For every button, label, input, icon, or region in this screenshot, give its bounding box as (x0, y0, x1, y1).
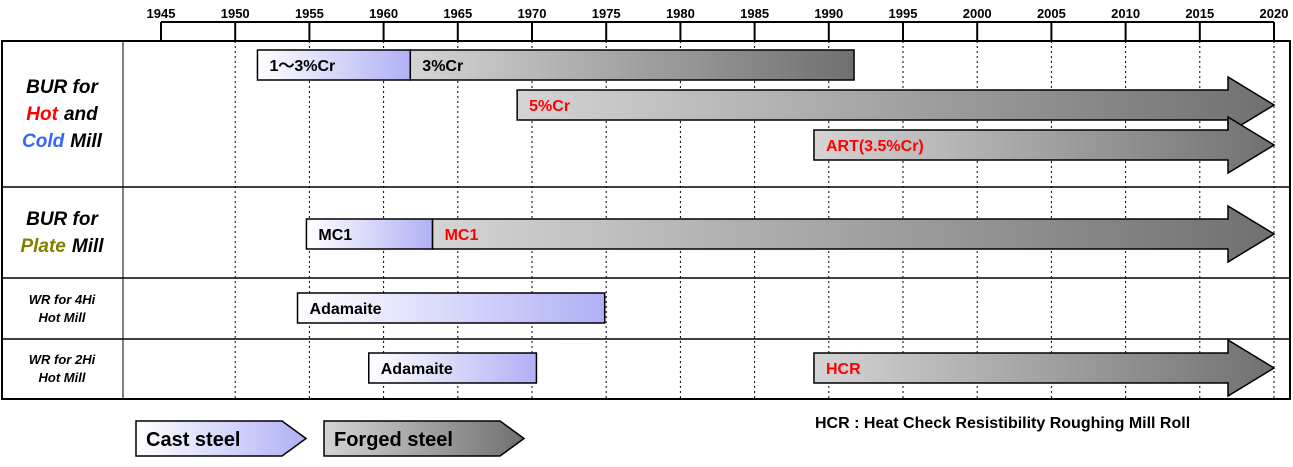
tick-label: 2020 (1260, 6, 1289, 21)
row-label-line: Hot Mill (39, 309, 86, 327)
table-frame (1, 40, 1291, 400)
legend-cast-label: Cast steel (146, 429, 241, 451)
row-label-line: Hot Mill (39, 369, 86, 387)
legend: Cast steel Forged steel (135, 420, 526, 457)
bar-label: MC1 (445, 227, 479, 244)
row-label-word: Mill (70, 130, 102, 152)
bar-arrow (431, 204, 1276, 264)
bar-arrow (813, 338, 1276, 398)
tick-label: 1985 (740, 6, 769, 21)
tick-label: 1970 (518, 6, 547, 21)
tick-label: 1955 (295, 6, 324, 21)
bar (305, 218, 434, 250)
bar (409, 49, 855, 81)
row-label-line: BUR for (26, 74, 98, 101)
tick-label: 1965 (443, 6, 472, 21)
row-label-word: Hot Mill (38, 370, 86, 385)
tick-label: 1960 (369, 6, 398, 21)
bar-arrow (516, 75, 1276, 135)
footnote: HCR : Heat Check Resistibility Roughing … (815, 415, 1191, 432)
tick-label: 1950 (221, 6, 250, 21)
tick-label: 1945 (147, 6, 176, 21)
tick-label: 1975 (592, 6, 621, 21)
row-label-word: WR for 4Hi (28, 291, 96, 307)
tick-label: 1995 (889, 6, 918, 21)
bar-label: 3%Cr (422, 58, 463, 75)
bar-label: 5%Cr (529, 98, 570, 115)
row-label-word: and (63, 103, 98, 125)
tick-label: 2005 (1037, 6, 1066, 21)
bar (256, 49, 412, 81)
tick-label: 1980 (666, 6, 695, 21)
tick-label: 2015 (1185, 6, 1214, 21)
row-label-word: BUR for (26, 208, 98, 230)
bar (368, 352, 538, 384)
row-label-word: Plate (20, 235, 66, 257)
bar-label: Adamaite (381, 361, 453, 378)
row-label-word: BUR for (26, 76, 98, 98)
bar-label: Adamaite (310, 301, 382, 318)
tick-label: 2010 (1111, 6, 1140, 21)
bar (296, 292, 606, 324)
row-label-line: WR for 2Hi (29, 351, 95, 369)
bar-label: HCR (826, 361, 861, 378)
year-axis: 1945 1950 1955 1960 1965 1970 1975 1980 1985 1990… (147, 6, 1289, 41)
tick-label: 1990 (814, 6, 843, 21)
row-label-word: Hot (26, 103, 58, 125)
row-label-line: WR for 4Hi (29, 291, 95, 309)
row-label-word: Cold (22, 130, 65, 152)
bar-label: ART(3.5%Cr) (826, 138, 924, 155)
row-label-word: Mill (71, 235, 104, 257)
bar-label: MC1 (318, 227, 352, 244)
legend-forged-arrow (323, 420, 526, 457)
bar-arrow (813, 115, 1276, 175)
tick-label: 2000 (963, 6, 992, 21)
legend-forged-label: Forged steel (334, 429, 453, 451)
row-label-word: WR for 2Hi (28, 352, 96, 367)
row-label-word: Hot Mill (38, 309, 86, 325)
bar-label: 1～3%Cr (269, 58, 335, 75)
grid-and-frame (1, 40, 1291, 400)
row-label-line: BUR for (26, 206, 98, 233)
legend-cast-arrow (135, 420, 308, 457)
